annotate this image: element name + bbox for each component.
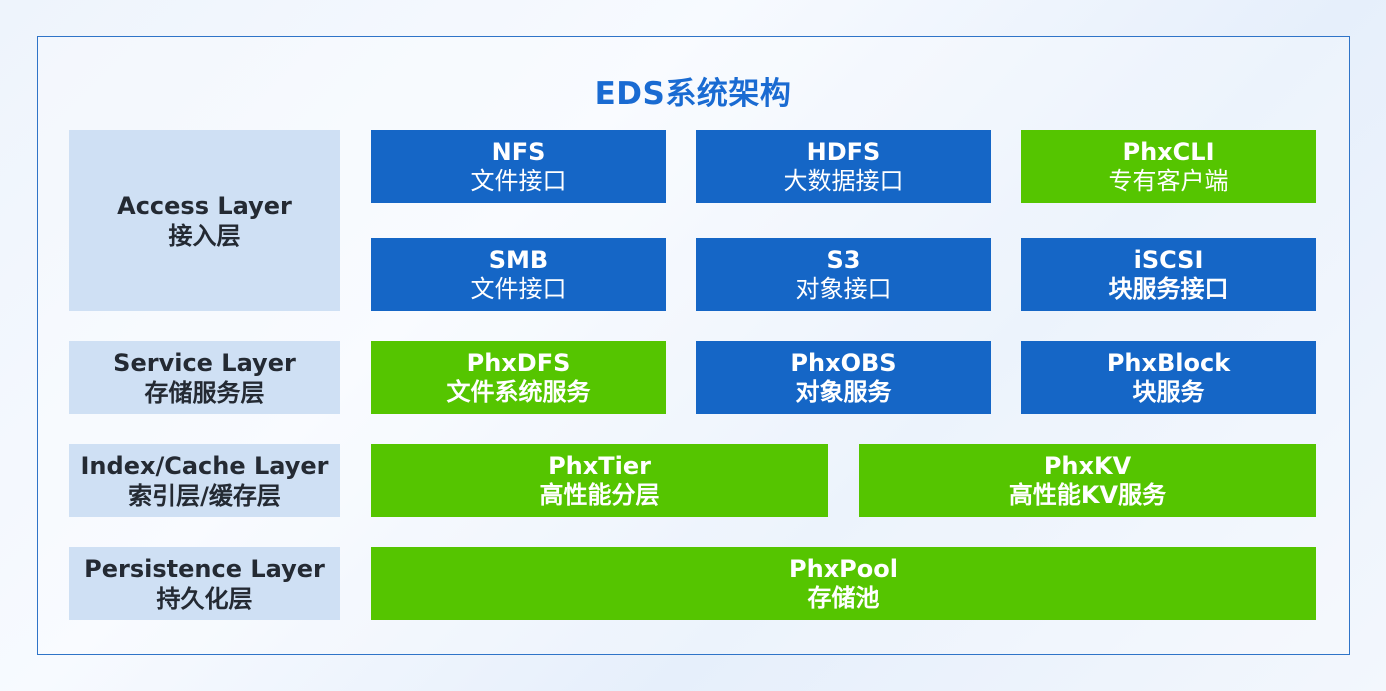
module-phxdfs-name: PhxDFS bbox=[466, 348, 571, 377]
module-hdfs-name: HDFS bbox=[806, 137, 881, 166]
module-phxblock-name: PhxBlock bbox=[1106, 348, 1231, 377]
module-phxtier-name: PhxTier bbox=[548, 451, 651, 480]
module-iscsi-desc: 块服务接口 bbox=[1108, 274, 1229, 303]
module-s3-name: S3 bbox=[826, 245, 861, 274]
module-phxobs: PhxOBS 对象服务 bbox=[696, 341, 991, 414]
module-phxkv-name: PhxKV bbox=[1043, 451, 1132, 480]
layer-service: Service Layer 存储服务层 bbox=[69, 341, 340, 414]
layer-service-en: Service Layer bbox=[113, 348, 296, 377]
module-hdfs: HDFS 大数据接口 bbox=[696, 130, 991, 203]
module-phxcli-desc: 专有客户端 bbox=[1108, 166, 1229, 195]
module-smb-desc: 文件接口 bbox=[470, 274, 567, 303]
layer-persistence-en: Persistence Layer bbox=[84, 554, 325, 583]
layer-access: Access Layer 接入层 bbox=[69, 130, 340, 311]
layer-index-cache-en: Index/Cache Layer bbox=[80, 451, 329, 480]
layer-service-zh: 存储服务层 bbox=[144, 378, 265, 407]
layer-persistence-zh: 持久化层 bbox=[156, 584, 253, 613]
module-iscsi-name: iSCSI bbox=[1133, 245, 1204, 274]
module-smb-name: SMB bbox=[488, 245, 549, 274]
module-phxcli: PhxCLI 专有客户端 bbox=[1021, 130, 1316, 203]
module-phxobs-name: PhxOBS bbox=[790, 348, 897, 377]
module-phxdfs: PhxDFS 文件系统服务 bbox=[371, 341, 666, 414]
module-nfs: NFS 文件接口 bbox=[371, 130, 666, 203]
diagram-title: EDS系统架构 bbox=[594, 76, 792, 112]
module-phxdfs-desc: 文件系统服务 bbox=[446, 377, 591, 406]
module-hdfs-desc: 大数据接口 bbox=[783, 166, 904, 195]
module-nfs-name: NFS bbox=[491, 137, 546, 166]
layer-index-cache-zh: 索引层/缓存层 bbox=[128, 481, 281, 510]
module-nfs-desc: 文件接口 bbox=[470, 166, 567, 195]
module-s3-desc: 对象接口 bbox=[795, 274, 892, 303]
module-phxkv: PhxKV 高性能KV服务 bbox=[859, 444, 1316, 517]
layer-persistence: Persistence Layer 持久化层 bbox=[69, 547, 340, 620]
module-phxobs-desc: 对象服务 bbox=[795, 377, 892, 406]
layer-index-cache: Index/Cache Layer 索引层/缓存层 bbox=[69, 444, 340, 517]
module-phxcli-name: PhxCLI bbox=[1122, 137, 1215, 166]
module-smb: SMB 文件接口 bbox=[371, 238, 666, 311]
module-phxblock-desc: 块服务 bbox=[1132, 377, 1205, 406]
module-phxblock: PhxBlock 块服务 bbox=[1021, 341, 1316, 414]
module-phxpool-name: PhxPool bbox=[789, 554, 898, 583]
module-iscsi: iSCSI 块服务接口 bbox=[1021, 238, 1316, 311]
module-phxkv-desc: 高性能KV服务 bbox=[1008, 480, 1167, 509]
layer-access-zh: 接入层 bbox=[168, 221, 241, 250]
module-s3: S3 对象接口 bbox=[696, 238, 991, 311]
layer-access-en: Access Layer bbox=[117, 191, 292, 220]
module-phxpool: PhxPool 存储池 bbox=[371, 547, 1316, 620]
module-phxpool-desc: 存储池 bbox=[807, 583, 880, 612]
module-phxtier: PhxTier 高性能分层 bbox=[371, 444, 828, 517]
module-phxtier-desc: 高性能分层 bbox=[539, 480, 660, 509]
